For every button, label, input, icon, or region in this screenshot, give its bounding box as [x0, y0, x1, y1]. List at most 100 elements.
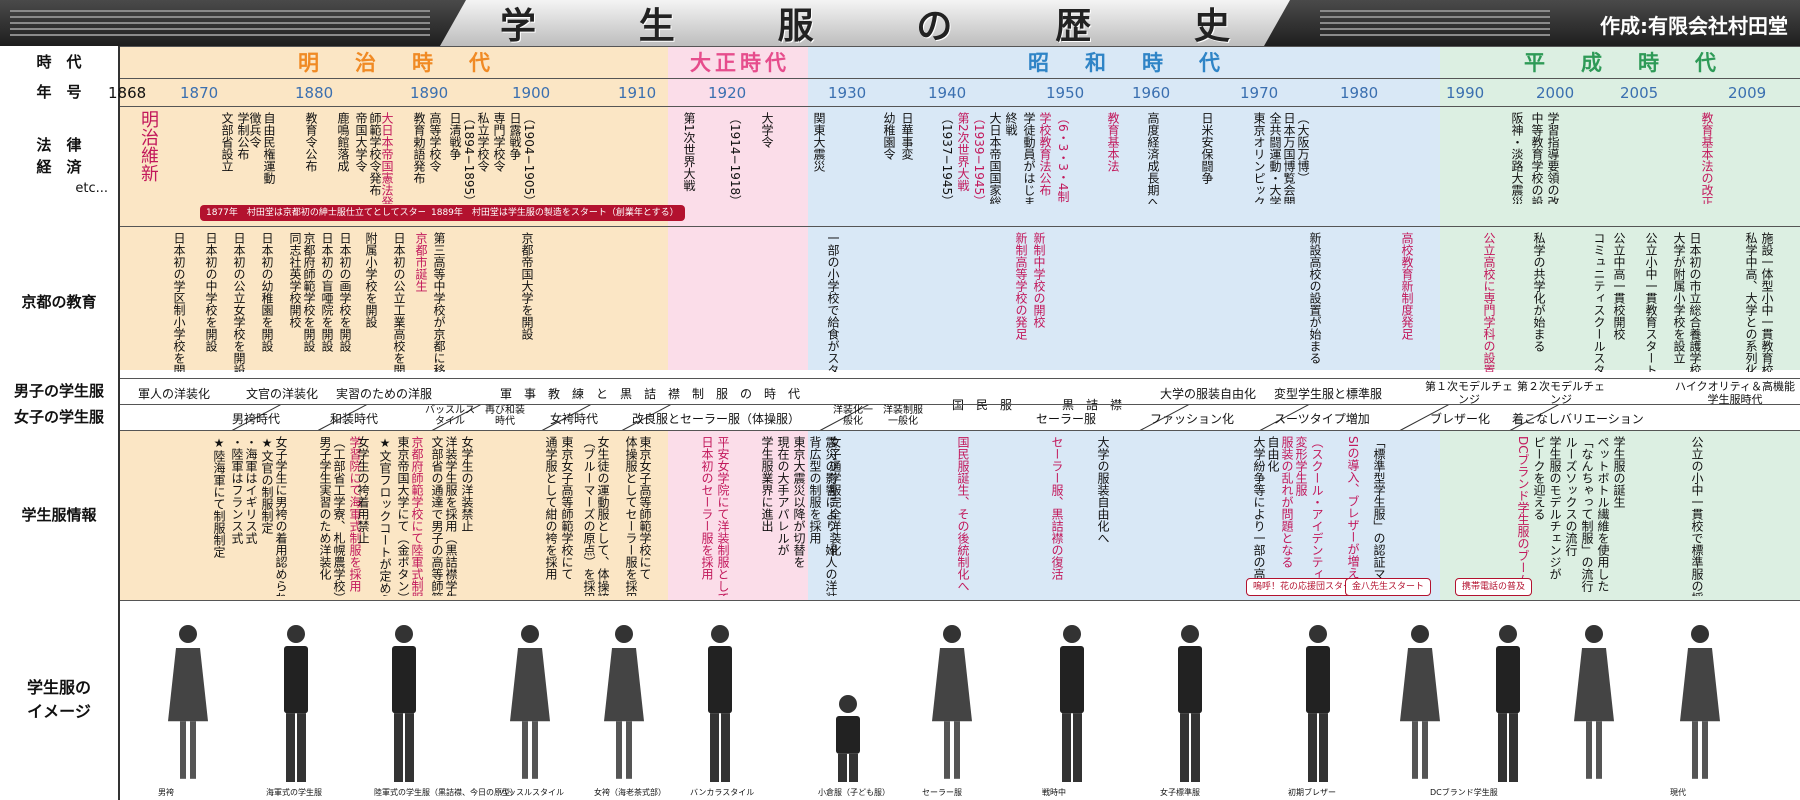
law-item: 大学令 — [760, 112, 774, 148]
info-item: 女学生の洋装禁止 — [460, 436, 474, 532]
uniform-figure — [1400, 625, 1440, 779]
boys-row — [0, 378, 1800, 404]
kyoto-item: 京都府師範学校を開設 — [302, 232, 316, 352]
info-item: 現在の大手アパレルが — [776, 436, 790, 556]
info-item: 「なんちゃって制服」の流行 — [1580, 436, 1594, 592]
uniform-figure — [1574, 625, 1614, 779]
year-label: 1980 — [1340, 84, 1379, 102]
figure-caption: 男袴 — [158, 788, 174, 797]
info-item: 学生服の誕生 — [1612, 436, 1626, 508]
boys-band: 第２次モデルチェンジ — [1517, 380, 1605, 406]
boys-band: 実習のための洋服 — [336, 387, 433, 401]
info-item: 背広型の制服を採用 — [808, 436, 822, 544]
info-item: 通学服として紺の袴を採用 — [544, 436, 558, 580]
info-item: 大学紛争等により一部の高校で — [1252, 436, 1266, 596]
info-item: ルーズソックスの流行 — [1564, 436, 1578, 556]
era-showa: 昭和時代 — [1028, 51, 1256, 75]
law-item: 日本万国博覧会開催 — [1282, 112, 1296, 204]
meiji-bg — [120, 46, 668, 600]
year-label: 1870 — [180, 84, 219, 102]
uniform-figure — [708, 625, 732, 782]
era-meiji: 明治時代 — [298, 51, 526, 75]
law-item: 専門学校令 — [492, 112, 506, 172]
info-item: ・陸軍はフランス式 — [230, 436, 244, 544]
law-item: 文部省設立 — [220, 112, 234, 172]
law-item: 日露戦争 — [508, 112, 522, 160]
info-item: 女学生の袴着用禁止 — [356, 436, 370, 544]
boys-band: 大学の服装自由化 — [1160, 387, 1257, 401]
law-item: 教育基本法 — [1106, 112, 1120, 172]
info-item: 学習院にて海軍式制服を採用 — [348, 436, 362, 592]
title-char: 生 — [638, 6, 675, 46]
law-item: 私立学校令 — [476, 112, 490, 172]
year-label: 2000 — [1536, 84, 1575, 102]
info-item: 学生服業界に進出 — [760, 436, 774, 532]
girls-band: 和装時代 — [330, 412, 379, 426]
boys-band: ハイクオリティ＆高機能学生服時代 — [1675, 380, 1795, 406]
law-item: 学校教育法公布 — [1038, 112, 1052, 196]
uniform-figure — [1060, 625, 1084, 782]
figure-caption: 小倉服（子ども服） — [818, 788, 890, 797]
year-label: 1970 — [1240, 84, 1279, 102]
law-item: 日清戦争 — [448, 112, 462, 160]
info-item: 「標準型学生服」の認証マークができる — [1372, 436, 1386, 596]
year-label: 1890 — [410, 84, 449, 102]
law-item: 日華事変 — [900, 112, 914, 160]
law-row-label: 法 律 経 済 etc... — [0, 106, 120, 226]
law-item: 高等学校令 — [428, 112, 442, 172]
girls-band: スーツタイプ増加 — [1274, 412, 1370, 426]
girls-band: バッスルスタイル — [425, 405, 475, 427]
year-row-label: 年 号 — [0, 78, 120, 106]
law-item: （1937−1945） — [940, 112, 954, 204]
kyoto-row — [0, 226, 1800, 378]
uniform-figure — [1680, 625, 1720, 779]
era-row — [0, 46, 1800, 78]
kyoto-item: 京都帝国大学を開設 — [520, 232, 534, 340]
info-note-3: 携帯電話の普及 — [1455, 578, 1533, 596]
girls-band: 女袴時代 — [550, 412, 599, 426]
info-item: 文部省の通達で男子の高等師範学校で — [430, 436, 444, 596]
kyoto-item: 大学が附属小学校を設立 — [1672, 232, 1686, 364]
kyoto-item: 施設一体型小中一貫教育校の開設 — [1760, 232, 1774, 372]
law-item: （1914−1918） — [728, 112, 742, 204]
era-row-label: 時 代 — [0, 46, 120, 78]
info-item: 東京帝国大学にて（金ボタン）を制定 — [396, 436, 410, 596]
year-row — [0, 78, 1800, 106]
kyoto-item: 同志社英学校開校 — [288, 232, 302, 328]
title-char: 歴 — [1055, 6, 1092, 46]
girls-band: 洋装制服一般化 — [883, 405, 923, 427]
uniform-band-bg — [120, 370, 1800, 430]
info-item: ★陸海軍にて制服制定 — [212, 436, 226, 558]
info-item: ・海軍はイギリス式 — [244, 436, 258, 544]
kyoto-item: 公立小中一貫教育スタート — [1644, 232, 1658, 372]
girls-band: ファッション化 — [1150, 412, 1235, 426]
girls-band: 男袴時代 — [232, 412, 281, 426]
year-label: 1990 — [1446, 84, 1485, 102]
uniform-figure — [392, 625, 416, 782]
info-note-2: 金八先生スタート — [1345, 578, 1432, 596]
uniform-figure — [604, 625, 644, 779]
uniform-figure — [1306, 625, 1330, 782]
info-item: （スクール・アイデンティティ） — [1310, 436, 1324, 596]
law-item: 日米安保闘争 — [1200, 112, 1214, 184]
info-item: 東京女子高等師範学校にて — [638, 436, 652, 580]
info-item: 女子通学服完全洋装化 — [828, 436, 842, 556]
info-item: 東京女子高等師範学校にて — [560, 436, 574, 580]
law-item: 第2次世界大戦 — [956, 112, 970, 192]
law-item: 阪神・淡路大震災 — [1510, 112, 1524, 204]
title-banner — [440, 0, 1290, 46]
boys-row-label: 男子の学生服 — [0, 378, 120, 404]
kyoto-item: 日本初の公立工業高校を開設 — [392, 232, 406, 372]
law-item: 明治維新 — [138, 110, 158, 182]
law-note-1877: 1877年 村田堂は京都初の紳士服仕立てとしてスタート — [200, 205, 442, 221]
info-item: ★文官フロックコートが定められる — [378, 436, 392, 596]
year-label: 1880 — [295, 84, 334, 102]
uniform-figure — [1178, 625, 1202, 782]
law-item: 終戦 — [1004, 112, 1018, 136]
image-label-1: 学生服の — [26, 678, 91, 697]
law-label-1: 法 律 — [36, 135, 82, 154]
info-item: （工部省工学寮、札幌農学校） — [332, 436, 346, 596]
kyoto-item: 日本初の学区制小学校を開設 — [172, 232, 186, 372]
figure-caption: セーラー服 — [922, 788, 962, 797]
law-item: 鹿鳴館落成 — [336, 112, 350, 172]
